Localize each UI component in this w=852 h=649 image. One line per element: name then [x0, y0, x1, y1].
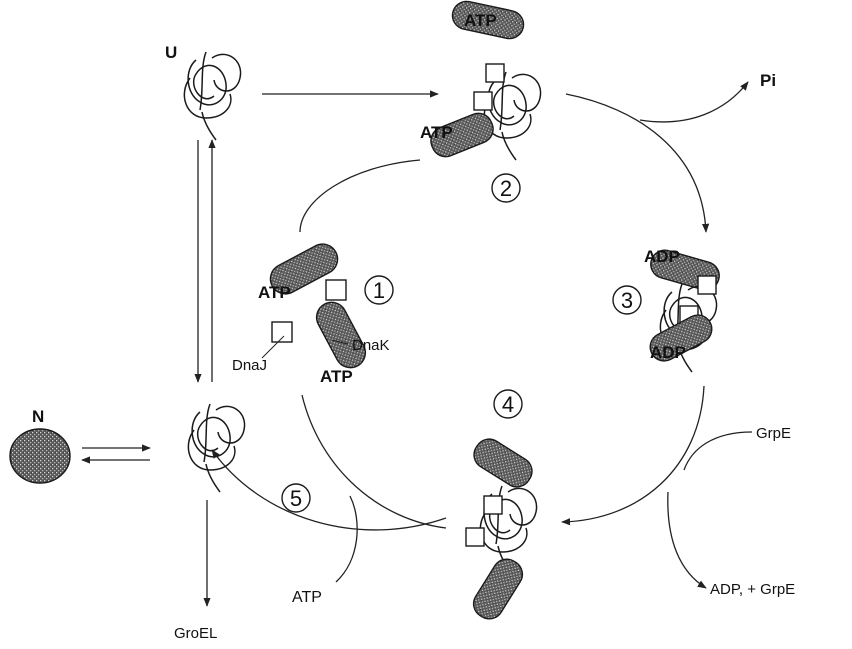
- free-dnaj-lower: [271, 321, 293, 343]
- arrow-inner-left-up: [299, 159, 421, 233]
- arrow-atp-step5: [335, 495, 358, 583]
- native-protein: [9, 428, 71, 484]
- arrow-complex2-to-complex3: [565, 93, 710, 233]
- step-3-marker: 3: [612, 285, 642, 315]
- label-atp-step2-lower: ATP: [420, 123, 453, 142]
- complex-step4: [465, 438, 538, 620]
- step-5-marker: 5: [281, 483, 311, 513]
- dnak-leader: [331, 339, 349, 345]
- unfolded-protein: [183, 51, 242, 141]
- label-atp-step5: ATP: [292, 589, 322, 606]
- arrow-pi-release: [639, 81, 749, 123]
- arrow-grpe-in: [683, 431, 753, 471]
- svg-text:5: 5: [290, 486, 302, 511]
- label-atp-free-lower: ATP: [320, 367, 353, 386]
- free-dnak-atp-upper: [269, 243, 339, 295]
- label-dnaj: DnaJ: [232, 357, 267, 374]
- label-adp-grpe-out: ADP, + GrpE: [710, 581, 795, 598]
- label-atp-top: ATP: [464, 11, 497, 30]
- free-dnaj-upper: [325, 279, 347, 301]
- dnaj-leader: [261, 335, 285, 359]
- step-1-marker: 1: [364, 275, 394, 305]
- step-2-marker: 2: [491, 173, 521, 203]
- free-dnak-atp-lower: [315, 301, 367, 369]
- arrow-complex4-to-folded: [211, 449, 447, 531]
- complex-step3: [649, 249, 720, 373]
- label-unfolded: U: [165, 43, 177, 62]
- label-dnak: DnaK: [352, 337, 390, 354]
- folded-protein: [187, 403, 246, 493]
- label-atp-free-upper: ATP: [258, 283, 291, 302]
- label-groel: GroEL: [174, 625, 217, 642]
- label-native: N: [32, 407, 44, 426]
- svg-text:4: 4: [502, 392, 514, 417]
- svg-text:1: 1: [373, 278, 385, 303]
- arrow-adp-grpe-out: [667, 491, 707, 589]
- step-4-marker: 4: [493, 389, 523, 419]
- label-phosphate: Pi: [760, 71, 776, 90]
- arrow-complex3-to-complex4: [561, 385, 705, 526]
- label-adp-step3-lower: ADP: [650, 343, 686, 362]
- label-adp-step3-upper: ADP: [644, 247, 680, 266]
- svg-text:3: 3: [621, 288, 633, 313]
- complex-step2: [430, 0, 542, 161]
- arrow-inner-left-down: [301, 394, 447, 529]
- label-grpe-in: GrpE: [756, 425, 791, 442]
- svg-text:2: 2: [500, 176, 512, 201]
